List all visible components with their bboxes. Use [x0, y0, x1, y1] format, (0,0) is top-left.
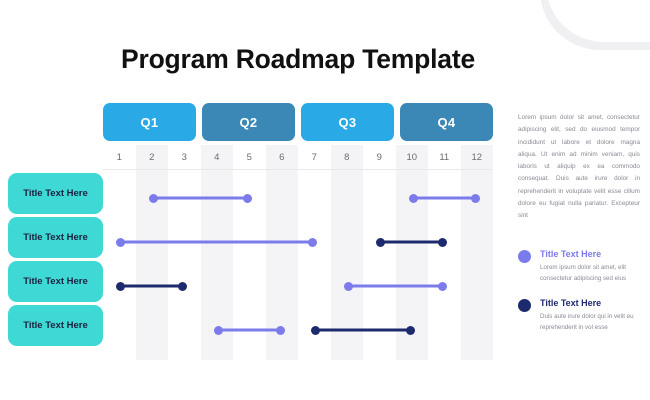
- quarter-header-q4[interactable]: Q4: [400, 103, 493, 141]
- month-tick-8: 8: [330, 145, 363, 169]
- row-label-4[interactable]: Title Text Here: [8, 305, 103, 346]
- legend-title: Title Text Here: [540, 297, 602, 308]
- timeline-bar[interactable]: [119, 240, 315, 244]
- legend-description: Lorem ipsum dolor sit amet, elit consect…: [540, 263, 626, 282]
- page-title: Program Roadmap Template: [120, 44, 475, 74]
- legend-title: Title Text Here: [540, 248, 602, 259]
- timeline-bar[interactable]: [314, 328, 412, 332]
- month-tick-10: 10: [395, 145, 428, 169]
- month-tick-7: 7: [311, 151, 317, 163]
- month-tick-6: 6: [265, 145, 298, 169]
- row-label-2[interactable]: Title Text Here: [8, 217, 103, 258]
- sidebar: Lorem ipsum dolor sit amet, consectetur …: [518, 112, 640, 347]
- timeline-row: [103, 220, 493, 264]
- row-label-3[interactable]: Title Text Here: [8, 261, 103, 302]
- legend-dot-icon: [518, 298, 531, 312]
- month-tick-12: 12: [460, 145, 493, 169]
- quarter-header-q3[interactable]: Q3: [301, 103, 394, 141]
- legend-dot-icon: [518, 249, 531, 263]
- timeline-bar[interactable]: [379, 240, 445, 244]
- quarter-header-q2[interactable]: Q2: [202, 103, 295, 141]
- timeline-bar[interactable]: [346, 284, 445, 288]
- timeline-row: [103, 176, 493, 220]
- month-tick-9: 9: [376, 151, 382, 163]
- timeline-bar[interactable]: [411, 196, 477, 200]
- timeline-row: [103, 308, 493, 352]
- row-label-1[interactable]: Title Text Here: [8, 173, 103, 214]
- timeline-bar[interactable]: [216, 328, 282, 332]
- quarter-header-q1[interactable]: Q1: [103, 103, 196, 141]
- timeline-grid: [103, 170, 493, 360]
- month-tick-3: 3: [181, 151, 187, 163]
- legend-description: Duis aute irure dolor qui in velit eu re…: [540, 312, 634, 331]
- timeline-rows: [103, 170, 493, 360]
- timeline-bar[interactable]: [151, 196, 250, 200]
- month-tick-11: 11: [439, 151, 450, 163]
- month-tick-1: 1: [116, 151, 122, 163]
- month-tick-2: 2: [135, 145, 168, 169]
- timeline-bar[interactable]: [119, 284, 185, 288]
- timeline-row: [103, 264, 493, 308]
- month-tick-5: 5: [246, 151, 252, 163]
- sidebar-paragraph: Lorem ipsum dolor sit amet, consectetur …: [518, 114, 640, 220]
- month-tick-4: 4: [200, 145, 233, 169]
